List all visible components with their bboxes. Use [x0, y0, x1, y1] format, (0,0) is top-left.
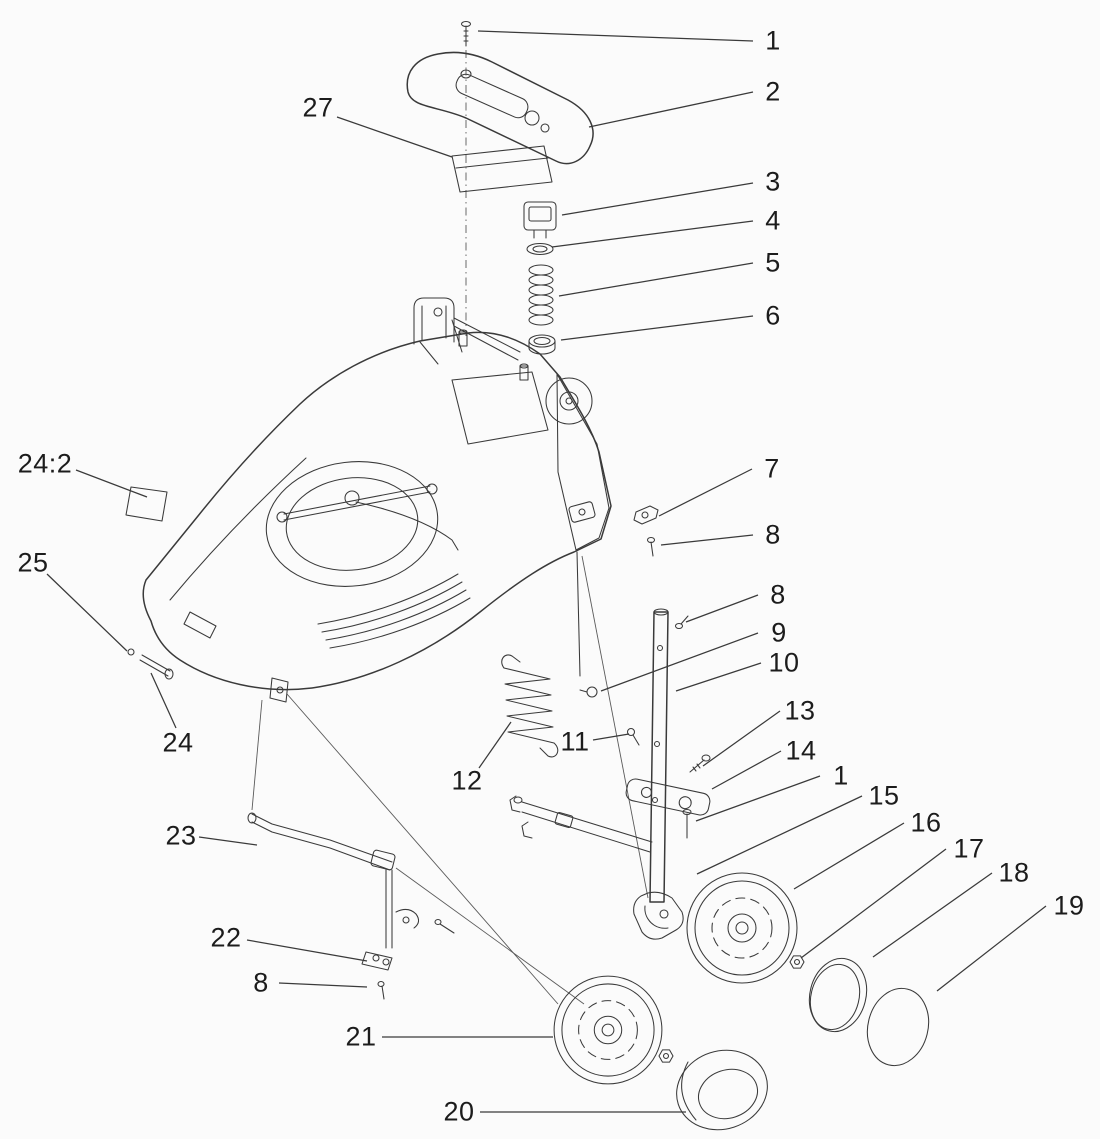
callout-6: 6: [765, 300, 781, 331]
callout-22: 22: [210, 922, 242, 953]
callout-15: 15: [868, 780, 900, 811]
part-12-spring: [501, 551, 598, 758]
part-17-nut: [789, 955, 805, 969]
part-13-bolt: [689, 754, 711, 773]
callout-20: 20: [443, 1096, 475, 1127]
callout-23: 23: [165, 820, 197, 851]
part-20-wheel-cover: [676, 1049, 768, 1131]
callout-21: 21: [345, 1021, 377, 1052]
part-3-switch: [523, 201, 557, 239]
part-4-washer: [526, 242, 554, 256]
callout-10: 10: [768, 647, 800, 678]
callout-13: 13: [784, 695, 816, 726]
part-14-bracket: [625, 778, 711, 816]
callout-9: 9: [771, 617, 787, 648]
part-19-hubcap: [866, 987, 930, 1067]
part-6-cap: [528, 334, 556, 355]
part-8-bolt-c: [377, 980, 385, 1000]
callout-5: 5: [765, 247, 781, 278]
part-8-bolt-b: [674, 615, 689, 630]
callout-1: 1: [765, 25, 781, 56]
callout-24-2: 24:2: [17, 448, 73, 479]
deck-assembly: [142, 297, 612, 703]
part-nut-lower: [658, 1049, 674, 1063]
part-15-axle: [509, 795, 653, 853]
callout-8-b: 8: [770, 579, 786, 610]
part-23-rod: [247, 812, 455, 949]
part-18-hubcap: [808, 957, 868, 1033]
leader-lines: [46, 30, 1047, 1113]
part-21-wheel: [553, 975, 663, 1085]
part-bolt-top: [460, 20, 472, 47]
callout-2: 2: [765, 76, 781, 107]
part-24-2-decal: [125, 486, 168, 522]
callout-12: 12: [451, 765, 483, 796]
part-8-bolt-a: [646, 536, 656, 557]
part-11-screw: [626, 727, 640, 746]
callout-8-a: 8: [765, 519, 781, 550]
callout-4: 4: [765, 205, 781, 236]
part-24-rod: [127, 648, 174, 680]
callout-11: 11: [560, 726, 590, 757]
part-16-wheel: [686, 872, 798, 984]
callout-18: 18: [998, 857, 1030, 888]
part-2-cover: [406, 51, 594, 165]
part-5-spring: [528, 264, 554, 326]
part-27-decal: [451, 145, 553, 193]
callout-14: 14: [785, 735, 817, 766]
callout-25: 25: [17, 547, 49, 578]
callout-8-c: 8: [253, 967, 269, 998]
part-10-handle-tube: [633, 608, 684, 940]
part-25-fastener: [127, 648, 135, 656]
callout-1-b: 1: [833, 760, 849, 791]
construction-lines: [251, 50, 649, 1005]
callout-16: 16: [910, 807, 942, 838]
part-7-clip: [633, 505, 659, 525]
part-1-bolt-b: [682, 808, 692, 839]
callout-17: 17: [953, 833, 985, 864]
callout-27: 27: [302, 92, 334, 123]
callout-7: 7: [764, 453, 780, 484]
callout-3: 3: [765, 166, 781, 197]
callout-24: 24: [162, 727, 194, 758]
callout-19: 19: [1053, 890, 1085, 921]
